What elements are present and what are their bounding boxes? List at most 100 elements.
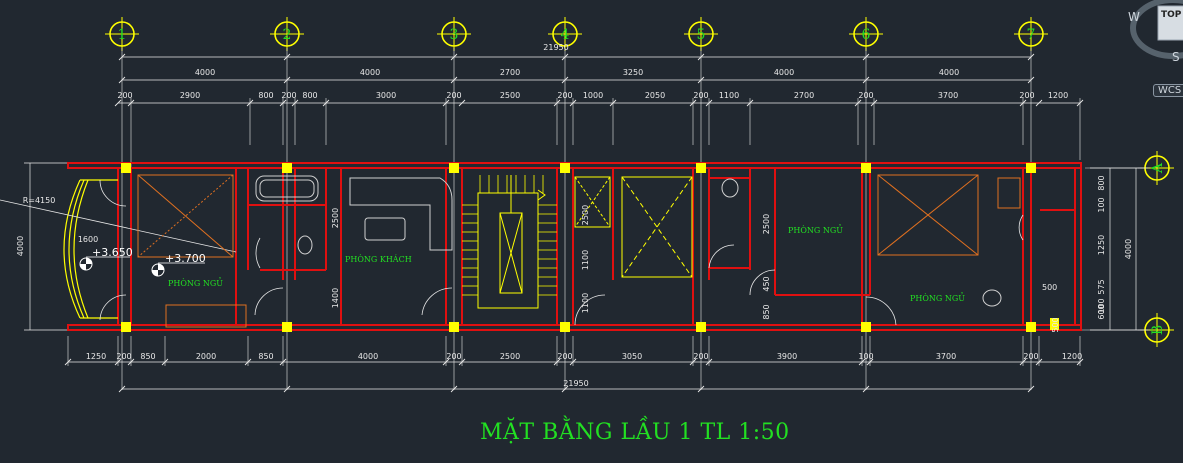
dimension-text: 4000 bbox=[774, 68, 794, 77]
axis-label: 1 bbox=[118, 27, 127, 43]
dim-tick bbox=[118, 53, 126, 61]
room-label: PHÒNG KHÁCH bbox=[345, 255, 412, 264]
dim-tick bbox=[561, 385, 569, 393]
column bbox=[861, 322, 871, 332]
dimension-text: 3700 bbox=[936, 352, 956, 361]
viewcube[interactable]: W TOP S bbox=[1128, 0, 1183, 110]
column bbox=[282, 163, 292, 173]
column bbox=[560, 322, 570, 332]
axis-marker: 3 bbox=[437, 17, 471, 51]
dim-tick bbox=[862, 76, 870, 84]
viewcube-top-face[interactable]: TOP bbox=[1161, 10, 1182, 20]
dimension-text: 3900 bbox=[777, 352, 797, 361]
compass-west[interactable]: W bbox=[1128, 10, 1140, 24]
dim-tick bbox=[450, 385, 458, 393]
bottom-extension-lines bbox=[67, 336, 1081, 366]
dimension-text: 2500 bbox=[331, 208, 340, 228]
axis-marker: 5 bbox=[684, 17, 718, 51]
dim-tick bbox=[697, 76, 705, 84]
column bbox=[121, 163, 131, 173]
column bbox=[696, 322, 706, 332]
column bbox=[1026, 163, 1036, 173]
dimension-text: 2700 bbox=[794, 91, 814, 100]
dimension-text: 2500 bbox=[500, 91, 520, 100]
dim-tick bbox=[866, 358, 874, 366]
axis-marker: 1 bbox=[105, 17, 139, 51]
room-label: PHÒNG NGỦ bbox=[788, 225, 843, 235]
axis-label: 6 bbox=[862, 27, 871, 43]
axis-marker: 4 bbox=[548, 17, 582, 51]
stair-treads bbox=[462, 175, 557, 296]
dim-tick bbox=[450, 53, 458, 61]
room-label: PHÒNG NGỦ bbox=[910, 293, 965, 303]
dim-tick bbox=[118, 385, 126, 393]
dimension-text: 4000 bbox=[360, 68, 380, 77]
dim-tick bbox=[114, 358, 122, 366]
dim-tick bbox=[569, 99, 577, 107]
dimension-text: 2500 bbox=[762, 214, 771, 234]
dimension-text: 1200 bbox=[1048, 91, 1068, 100]
dim-tick bbox=[246, 99, 254, 107]
dim-tick bbox=[458, 358, 466, 366]
side-dimension-lines bbox=[24, 162, 1150, 331]
dim-tick bbox=[127, 358, 135, 366]
dimension-text: 1400 bbox=[331, 288, 340, 308]
dim-tick bbox=[283, 385, 291, 393]
dimension-text: 200 bbox=[281, 91, 296, 100]
dim-tick bbox=[697, 385, 705, 393]
elevation-label: +3.700 bbox=[165, 252, 206, 265]
axis-marker: 6 bbox=[849, 17, 883, 51]
dimension-text: 3000 bbox=[376, 91, 396, 100]
dimension-text: 200 bbox=[858, 91, 873, 100]
beds bbox=[137, 174, 1021, 328]
dimension-text: 2000 bbox=[196, 352, 216, 361]
dimension-text: 1000 bbox=[583, 91, 603, 100]
dim-tick bbox=[697, 53, 705, 61]
staircase bbox=[477, 175, 546, 309]
column bbox=[449, 322, 459, 332]
dimension-text: 3050 bbox=[622, 352, 642, 361]
dim-tick bbox=[553, 99, 561, 107]
room-label: PHÒNG NGỦ bbox=[168, 278, 223, 288]
dim-tick bbox=[870, 99, 878, 107]
dimension-text: 2500 bbox=[581, 205, 590, 225]
elevator-shaft bbox=[574, 176, 693, 278]
compass-south[interactable]: S bbox=[1172, 50, 1180, 64]
dim-tick bbox=[279, 358, 287, 366]
dim-tick bbox=[64, 358, 72, 366]
dimension-text: 4000 bbox=[1124, 239, 1133, 259]
dim-tick bbox=[561, 53, 569, 61]
dim-tick bbox=[1027, 76, 1035, 84]
dim-tick bbox=[689, 99, 697, 107]
dimension-text: 600 bbox=[1097, 304, 1106, 319]
dimension-text: 800 bbox=[302, 91, 317, 100]
axis-marker: 7 bbox=[1014, 17, 1048, 51]
dimension-text: 1600 bbox=[78, 235, 98, 244]
dimension-text: 850 bbox=[140, 352, 155, 361]
dimension-text: 2900 bbox=[180, 91, 200, 100]
dimension-text: 800 bbox=[1097, 175, 1106, 190]
axis-label: 2 bbox=[283, 27, 292, 43]
axis-label: 5 bbox=[697, 27, 706, 43]
column bbox=[861, 163, 871, 173]
secondary-extension-lines bbox=[130, 98, 1081, 170]
column bbox=[696, 163, 706, 173]
dim-tick bbox=[1035, 99, 1043, 107]
dimension-text: 850 bbox=[762, 304, 771, 319]
dim-tick bbox=[854, 99, 862, 107]
dim-tick bbox=[746, 99, 754, 107]
dimension-text: 850 bbox=[258, 352, 273, 361]
wcs-menu-button[interactable]: WCS bbox=[1153, 84, 1183, 97]
axis-marker: 2 bbox=[270, 17, 304, 51]
dimension-text: 21950 bbox=[563, 379, 588, 388]
dim-tick bbox=[862, 385, 870, 393]
dimension-text: 1250 bbox=[86, 352, 106, 361]
columns bbox=[121, 163, 1059, 332]
dim-tick bbox=[609, 99, 617, 107]
axis-label: 3 bbox=[450, 27, 459, 43]
dim-tick bbox=[1035, 358, 1043, 366]
balcony-arc bbox=[63, 179, 118, 319]
drawing-title: MẶT BẰNG LẦU 1 TL 1:50 bbox=[480, 420, 790, 445]
